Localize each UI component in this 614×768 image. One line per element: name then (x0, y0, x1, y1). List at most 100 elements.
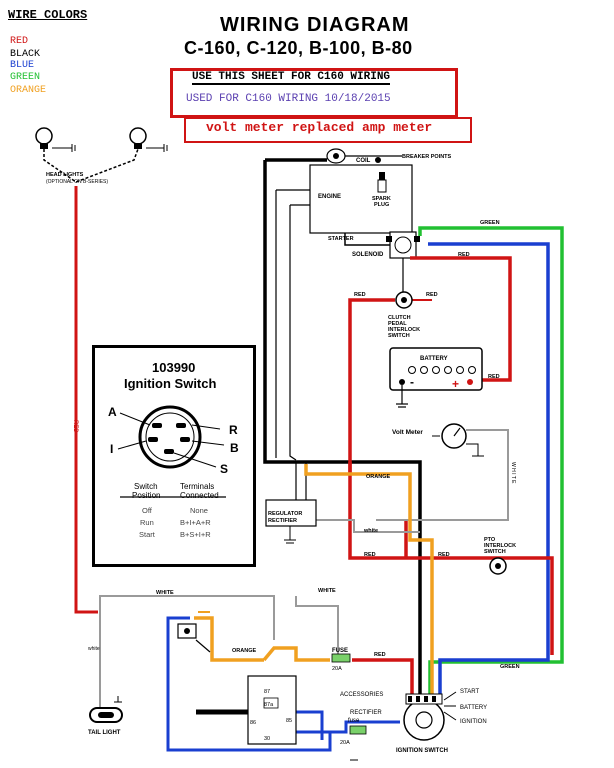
regulator-rectifier-icon (265, 499, 317, 544)
starter-label: STARTER (328, 236, 354, 242)
pto-switch-icon (489, 557, 507, 575)
wire-colors-title: WIRE COLORS (8, 8, 88, 22)
row-start-position: Start (139, 530, 155, 539)
tail-light-label: TAIL LIGHT (88, 730, 121, 736)
volt-meter-label: Volt Meter (392, 429, 423, 436)
start-label: START (460, 689, 479, 695)
fuse-low-label: fuse (348, 718, 360, 724)
fuse-low-rating: 20A (340, 740, 350, 746)
terminal-s: S (220, 462, 229, 476)
row-off-position: Off (142, 506, 152, 515)
clutch-switch-icon (395, 291, 413, 309)
white-right-label: W H I T E (510, 462, 516, 484)
relay-86: 86 (250, 720, 256, 726)
battery-icon (389, 347, 483, 408)
fuse-low-icon (349, 725, 367, 735)
relay-85: 85 (286, 718, 292, 724)
head-lights-note: (OPTIONAL ON B-SERIES) (46, 179, 108, 185)
headlight-right-icon (129, 127, 168, 152)
note-box (184, 117, 472, 143)
light-switch-icon (177, 623, 211, 653)
coil-icon (326, 148, 346, 164)
clutch-label-1: CLUTCH (388, 315, 411, 321)
red-headlight-label: RED (72, 420, 78, 433)
tail-light-icon (89, 696, 123, 723)
white-top-label: WHITE (156, 590, 174, 596)
ignition-switch-face (117, 405, 226, 498)
table-header-terminals-2: Connected (180, 491, 219, 500)
solenoid-label: SOLENOID (352, 252, 384, 258)
battery-minus: - (410, 375, 414, 389)
spark-plug-label: SPARK (372, 196, 391, 202)
red-mid-label-2: RED (438, 552, 450, 558)
red-wire-label-1: RED (458, 252, 470, 258)
engine-block (309, 164, 413, 234)
ignition-panel-title: Ignition Switch (124, 376, 217, 391)
row-run-position: Run (140, 518, 154, 527)
pto-label-2: INTERLOCK (484, 543, 516, 549)
ignition-switch-icon (403, 691, 457, 741)
legend-red: RED (10, 36, 29, 47)
note-text: volt meter replaced amp meter (206, 120, 433, 135)
breaker-points-label: BREAKER POINTS (402, 154, 452, 160)
head-lights-label: HEAD LIGHTS (46, 172, 84, 178)
rectifier-label: RECTIFIER (350, 710, 382, 716)
volt-meter-icon (376, 423, 509, 521)
terminal-i: I (110, 442, 114, 456)
legend-blue: BLUE (10, 60, 35, 71)
row-run-terminals: B+I+A+R (180, 518, 211, 527)
battery-plus: + (452, 377, 459, 391)
terminal-a: A (108, 405, 117, 419)
legend-green: GREEN (10, 72, 41, 83)
notice-line-2: USED FOR C160 WIRING 10/18/2015 (186, 93, 391, 105)
table-header-position-2: Position (132, 491, 161, 500)
relay-icon (196, 675, 297, 745)
headlight-left-icon (35, 127, 76, 152)
accessories-label: ACCESSORIES (340, 692, 383, 698)
fuse-top-rating: 20A (332, 666, 342, 672)
coil-label: COIL (356, 158, 371, 164)
row-off-terminals: None (190, 506, 208, 515)
battery-label: BATTERY (420, 356, 448, 362)
clutch-label-2: PEDAL (388, 321, 407, 327)
regulator-label-2: RECTIFIER (268, 518, 297, 524)
regulator-label-1: REGULATOR (268, 511, 302, 517)
orange-mid-label: ORANGE (366, 474, 390, 480)
terminal-r: R (229, 423, 238, 437)
spark-plug-label-2: PLUG (374, 202, 389, 208)
clutch-label-4: SWITCH (388, 333, 410, 339)
solenoid-icon (386, 231, 420, 259)
pto-label-3: SWITCH (484, 549, 506, 555)
diagram-subtitle: C-160, C-120, B-100, B-80 (184, 38, 413, 58)
orange-low-label: ORANGE (232, 648, 256, 654)
white-left-label: white (88, 646, 100, 652)
relay-30: 30 (264, 736, 270, 742)
diagram-title: WIRING DIAGRAM (220, 14, 410, 36)
notice-box (170, 68, 458, 118)
white-mid-label: white (363, 528, 378, 534)
red-low-label: RED (374, 652, 386, 658)
legend-black: BLACK (10, 49, 41, 60)
table-header-position-1: Switch (134, 482, 158, 491)
white-v-label: WHITE (318, 588, 336, 594)
row-start-terminals: B+S+I+R (180, 530, 211, 539)
clutch-label-3: INTERLOCK (388, 327, 420, 333)
red-wire-label-2: RED (354, 292, 366, 298)
spark-plug-icon (377, 172, 387, 193)
table-header-terminals-1: Terminals (180, 482, 215, 491)
pto-label-1: PTO (484, 537, 496, 543)
battery-terminal-label: BATTERY (460, 705, 487, 711)
notice-line-1: USE THIS SHEET FOR C160 WIRING (192, 71, 391, 85)
relay-87: 87 (264, 689, 270, 695)
terminal-b: B (230, 441, 239, 455)
red-wire-label-3: RED (426, 292, 438, 298)
red-battery-label: RED (488, 374, 500, 380)
ignition-terminal-label: IGNITION (460, 719, 487, 725)
engine-label: ENGINE (318, 194, 341, 200)
relay-87a: 87a (264, 702, 274, 708)
fuse-icon (331, 653, 351, 663)
ignition-part-number: 103990 (152, 360, 196, 375)
fuse-top-label: FUSE (332, 648, 348, 654)
green-wire-label-low: GREEN (500, 664, 520, 670)
